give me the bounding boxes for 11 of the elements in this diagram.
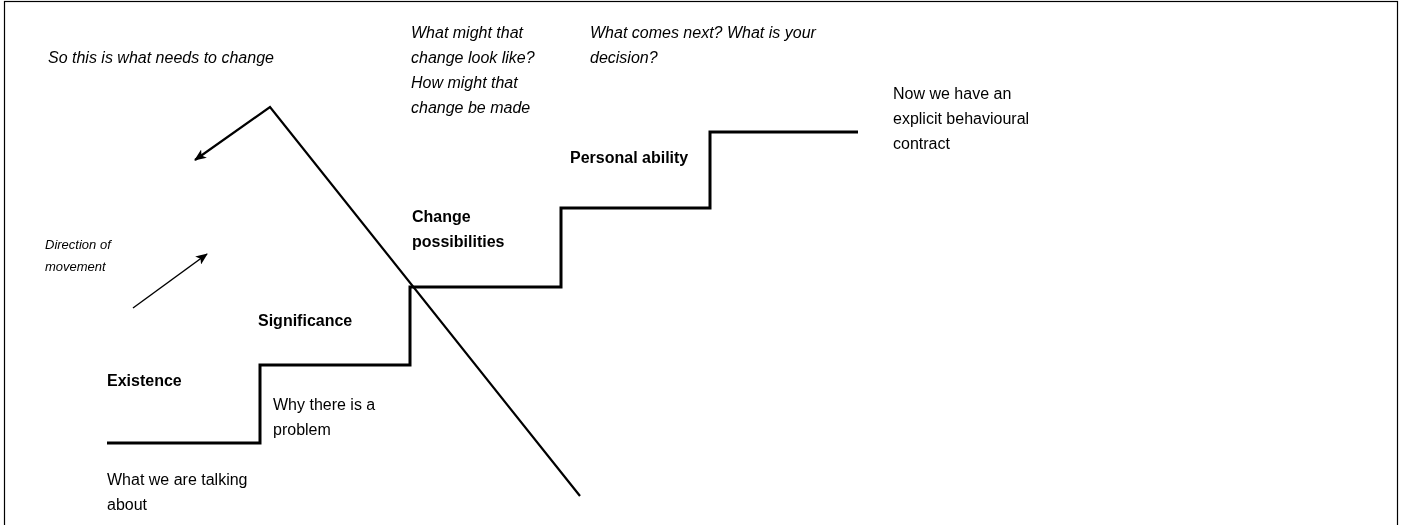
step-description: What we are talking about	[107, 470, 249, 515]
step-label: Change possibilities	[412, 207, 506, 252]
note-text: What comes next? What is your decision?	[590, 23, 818, 68]
note-text: What might that change look like? How might that change be made	[411, 23, 536, 118]
outcome-text: Now we have an explicit behavioural contract	[893, 84, 1031, 154]
note-text: So this is what needs to change	[48, 48, 275, 68]
step-label: Significance	[258, 311, 354, 331]
note-text: Direction of movement	[45, 236, 113, 276]
step-label: Existence	[107, 371, 183, 391]
step-description: Why there is a problem	[273, 395, 377, 440]
step-label: Personal ability	[570, 148, 690, 168]
